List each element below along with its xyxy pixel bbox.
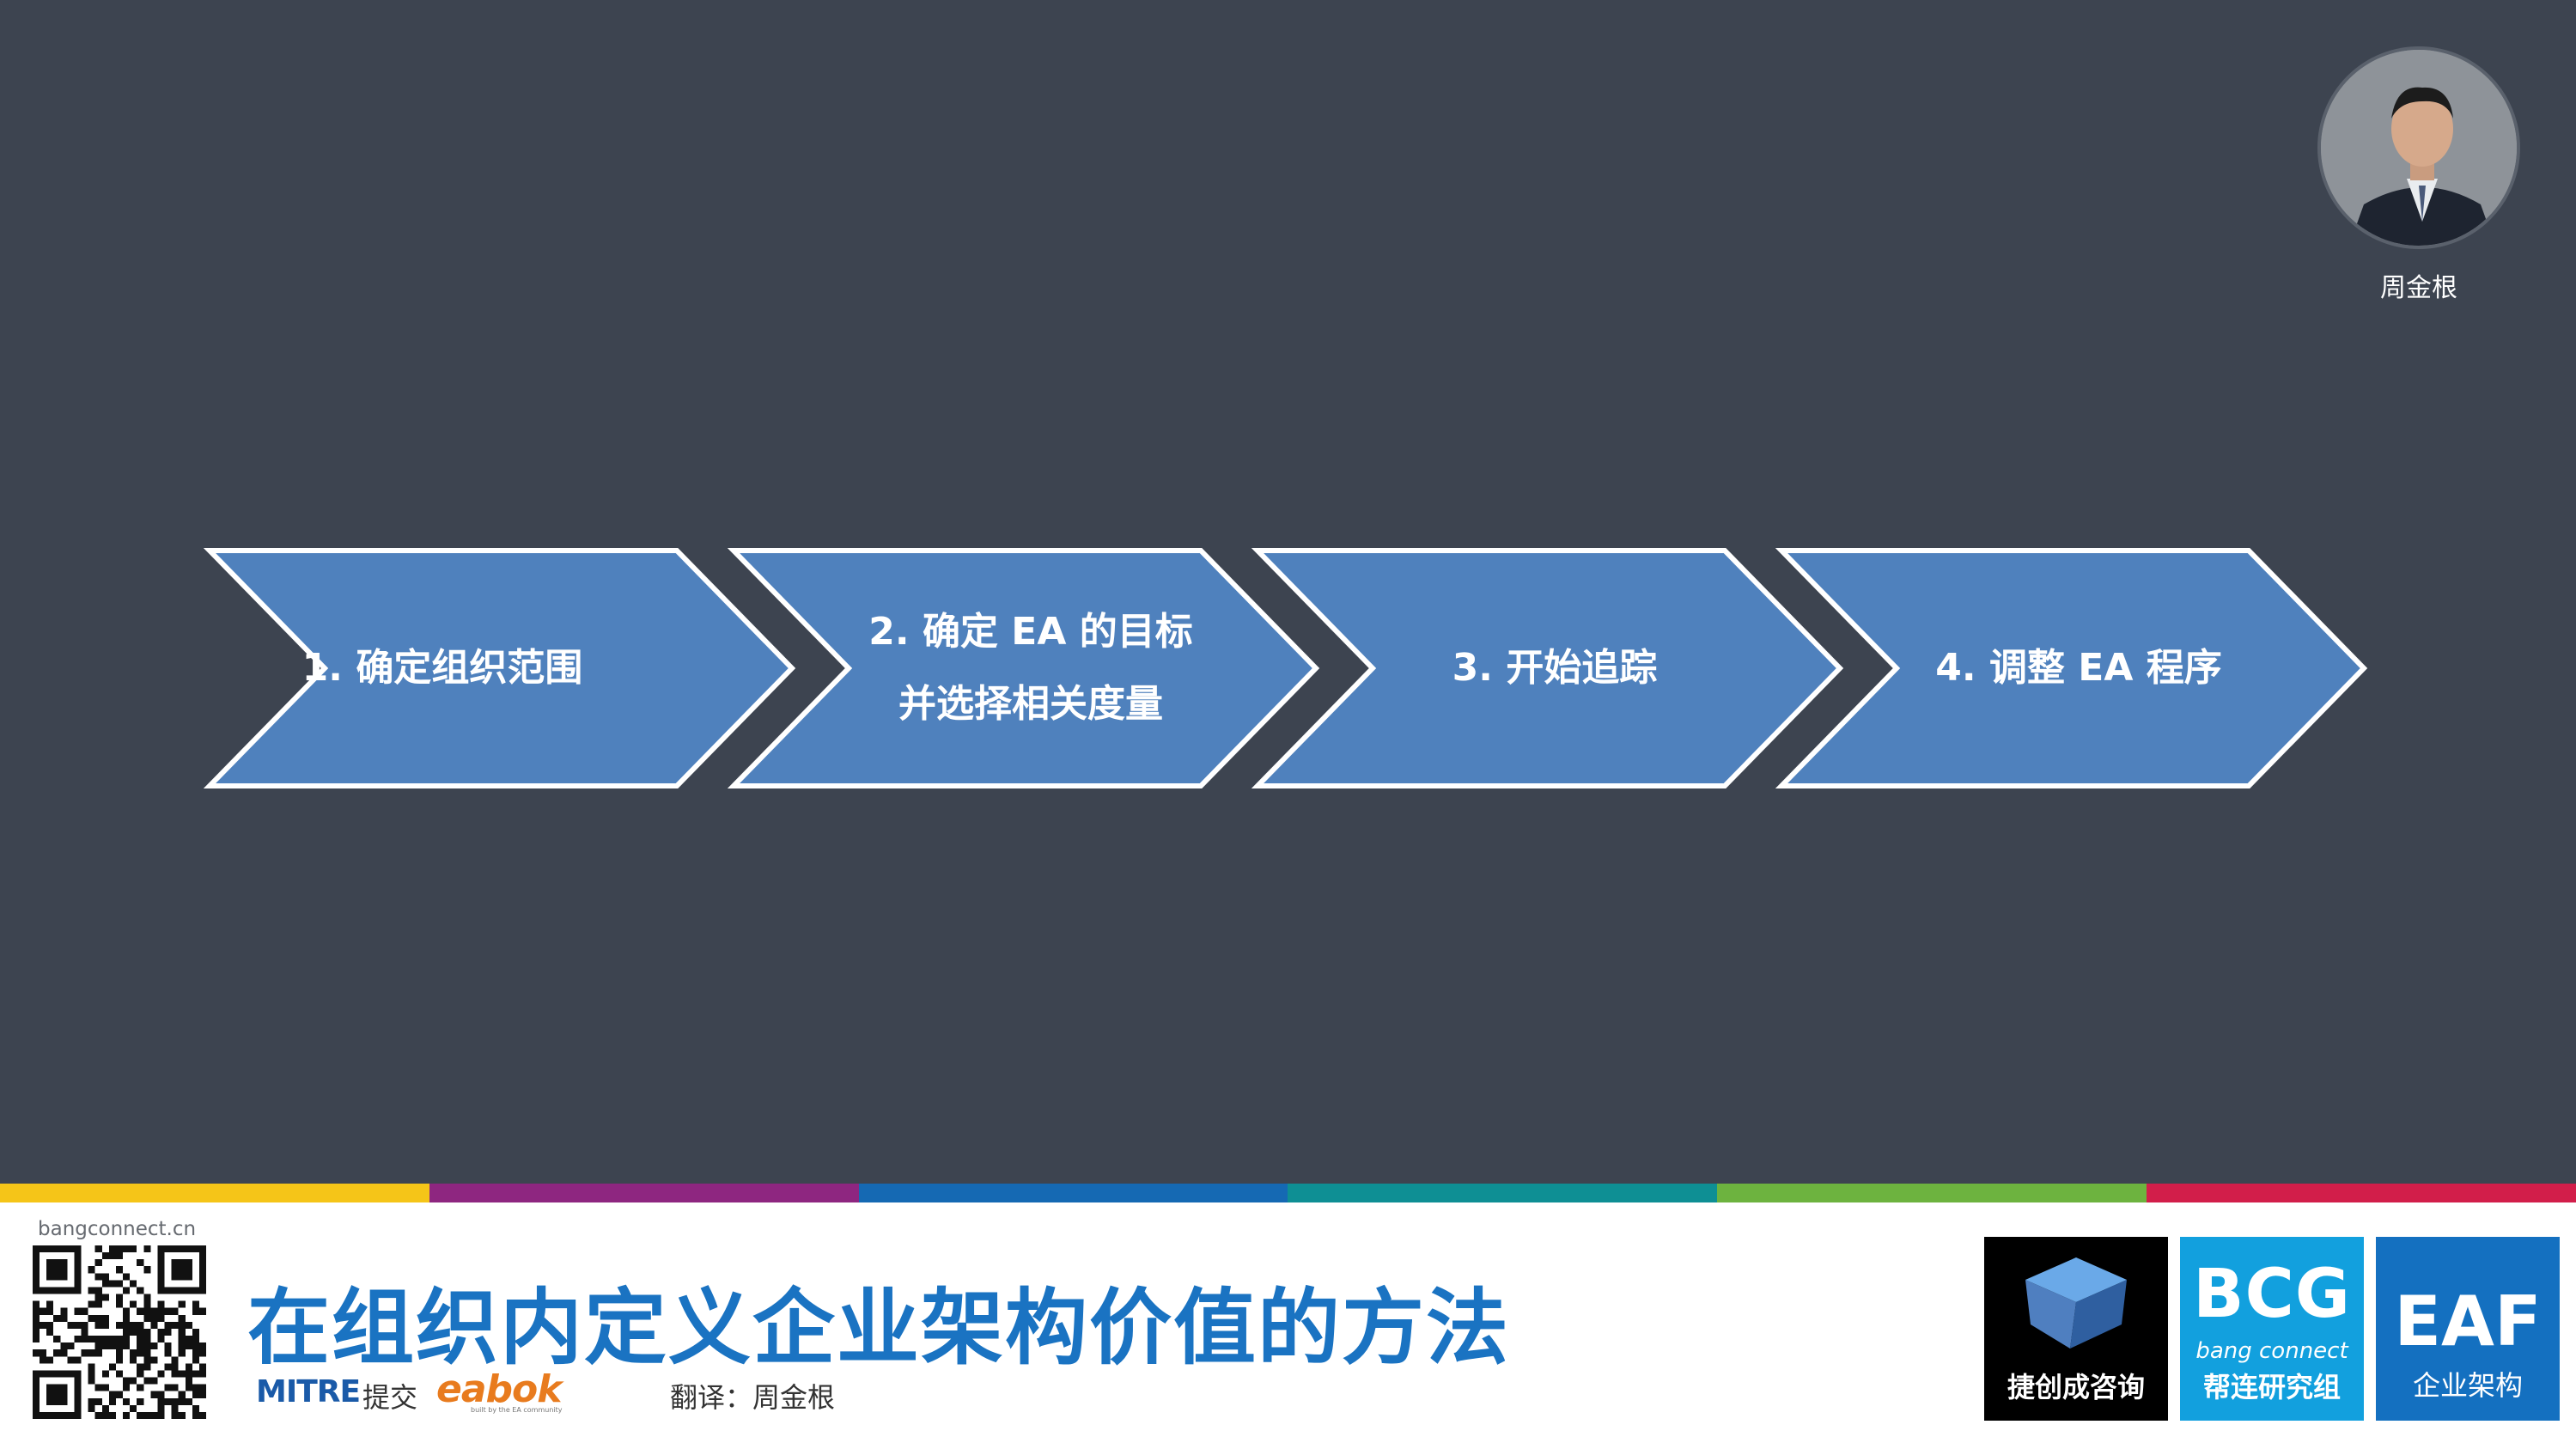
brand-bcg-label: 帮连研究组: [2180, 1366, 2364, 1405]
brand-eaf-wordmark: EAF: [2376, 1282, 2560, 1361]
step-2-line2: 并选择相关度量: [868, 668, 1192, 740]
step-4-label: 4. 调整 EA 程序: [1830, 551, 2328, 786]
site-url: bangconnect.cn: [38, 1218, 196, 1240]
step-2-line1: 2. 确定 EA 的目标: [868, 596, 1192, 668]
brand-eaf-label: 企业架构: [2376, 1364, 2560, 1403]
brand-jcc-logo: 捷创成咨询: [1984, 1237, 2168, 1421]
eabok-wordmark: eabok: [436, 1367, 562, 1411]
color-strip-segment-4: [1288, 1184, 1717, 1202]
mitre-logo: MITRE: [256, 1374, 360, 1409]
brand-bcg-logo: BCG bang connect 帮连研究组: [2180, 1237, 2364, 1421]
cube-icon: [2019, 1252, 2134, 1354]
brand-jcc-label: 捷创成咨询: [1984, 1366, 2168, 1405]
slide-canvas: 周金根 1. 确定组织范围 2. 确定 EA 的目标 并选择相关度量 3. 开始…: [0, 0, 2576, 1184]
step-3-label: 3. 开始追踪: [1306, 551, 1804, 786]
submitted-label: 提交: [362, 1376, 417, 1416]
process-flow: 1. 确定组织范围 2. 确定 EA 的目标 并选择相关度量 3. 开始追踪 4…: [0, 0, 2576, 1184]
brand-eaf-logo: EAF 企业架构: [2376, 1237, 2560, 1421]
step-1-label: 1. 确定组织范围: [258, 551, 627, 786]
color-strip-segment-5: [1717, 1184, 2147, 1202]
brand-bcg-wordmark: BCG: [2180, 1256, 2364, 1333]
eabok-logo: eabok built by the EA community: [436, 1367, 562, 1414]
translator-credit: 翻译：周金根: [670, 1376, 835, 1416]
color-strip-segment-3: [859, 1184, 1288, 1202]
color-strip-segment-1: [0, 1184, 429, 1202]
step-4-line1: 4. 调整 EA 程序: [1935, 632, 2221, 704]
brand-bcg-subtitle: bang connect: [2180, 1338, 2364, 1364]
color-strip: [0, 1184, 2576, 1202]
color-strip-segment-6: [2147, 1184, 2576, 1202]
qr-code-icon[interactable]: [33, 1245, 206, 1419]
deck-title: 在组织内定义企业架构价值的方法: [247, 1261, 1510, 1380]
step-2-label: 2. 确定 EA 的目标 并选择相关度量: [782, 551, 1280, 786]
step-1-line1: 1. 确定组织范围: [302, 632, 583, 704]
color-strip-segment-2: [429, 1184, 859, 1202]
footer: bangconnect.cn 在组织内定义企业架构价值的方法 MITRE 提交 …: [0, 1202, 2576, 1449]
step-3-line1: 3. 开始追踪: [1452, 632, 1658, 704]
